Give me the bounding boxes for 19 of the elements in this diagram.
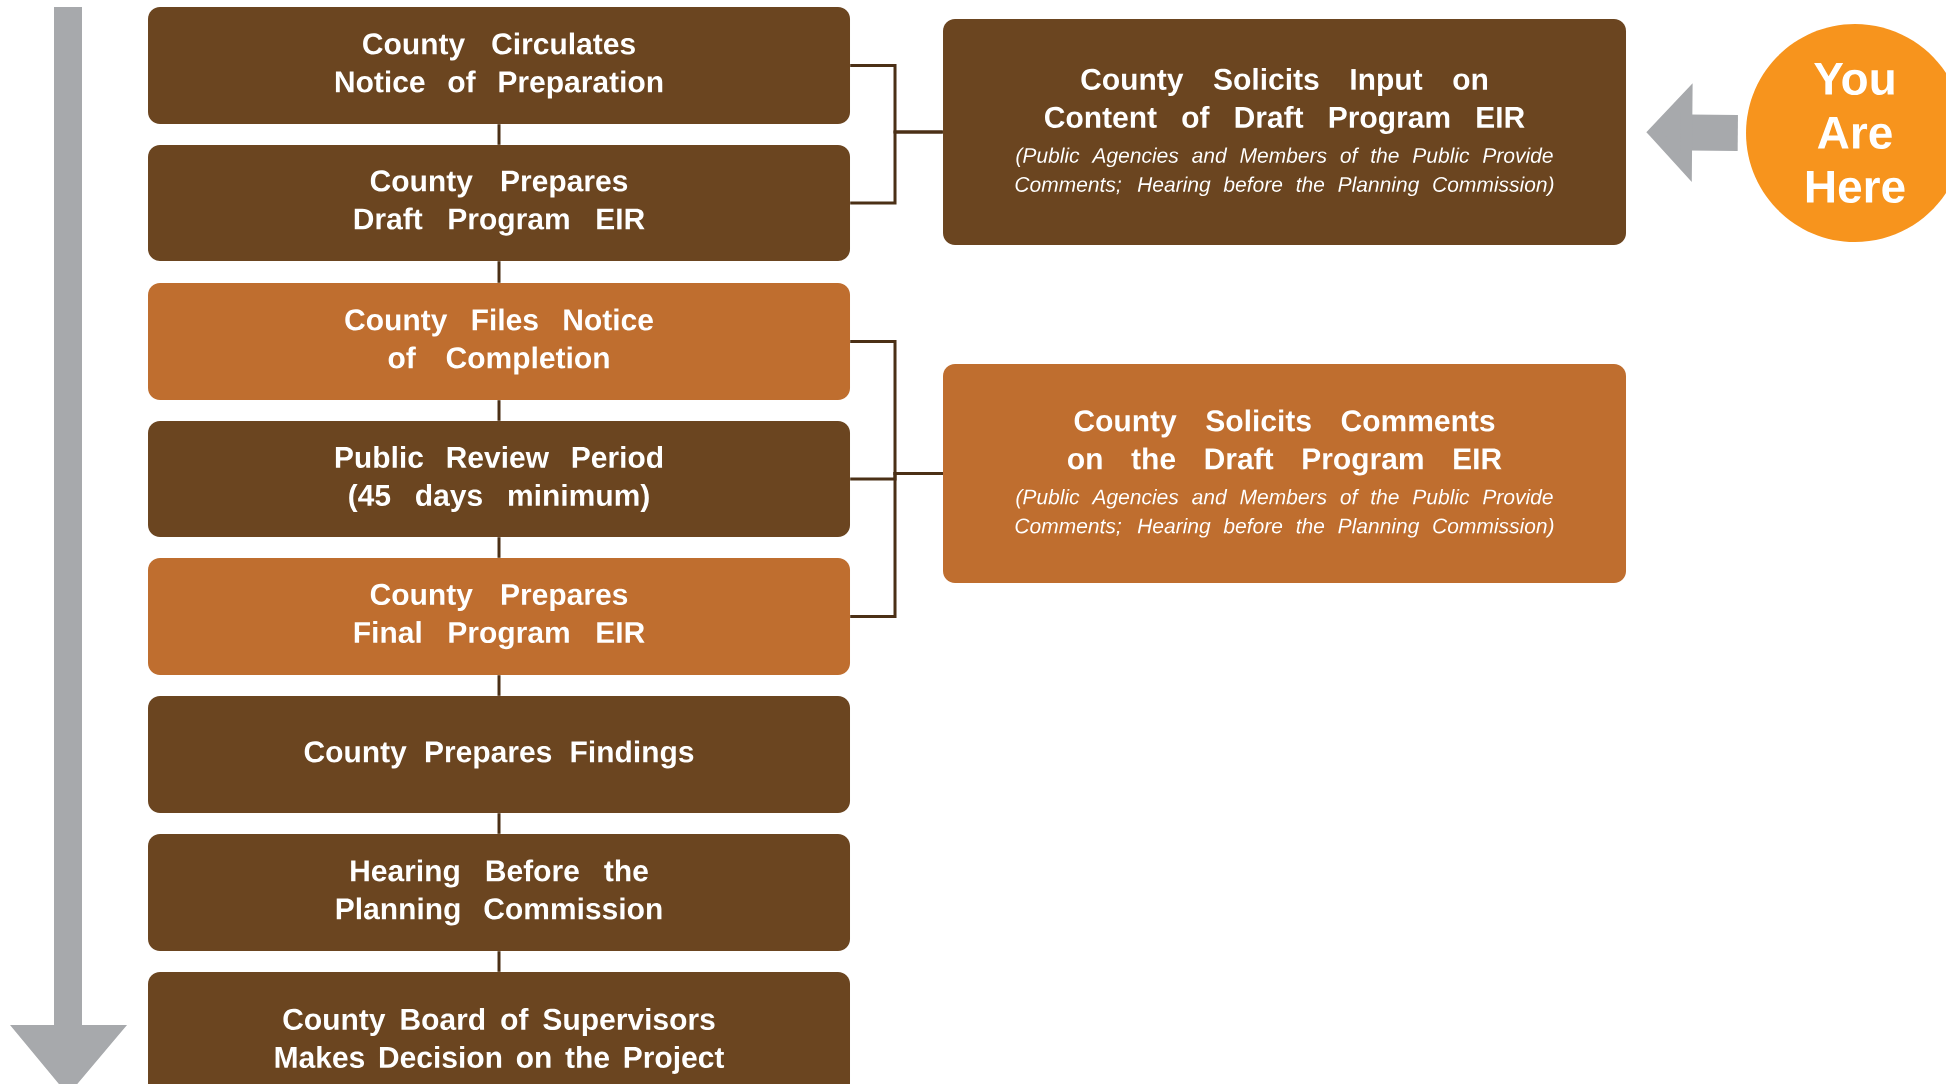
- connector-line: [497, 124, 501, 145]
- step-box: County Prepares Final Program EIR: [148, 558, 850, 675]
- step-box: County Board of Supervisors Makes Decision on the Project: [148, 972, 850, 1084]
- connector-line: [497, 813, 501, 834]
- connector-line: [497, 951, 501, 972]
- comment-box: County Solicits Comments on the Draft Program EIR (Public Agencies and Members of the Public Provide Comments; Hearing before the Planning Commission): [943, 364, 1626, 583]
- step-box: Hearing Before the Planning Commission: [148, 834, 850, 951]
- step-box: County Prepares Draft Program EIR: [148, 145, 850, 261]
- connector-line: [497, 675, 501, 696]
- connector-line: [497, 400, 501, 421]
- step-box: County Prepares Findings: [148, 696, 850, 813]
- bracket-line: [850, 130, 943, 205]
- connector-line: [497, 537, 501, 558]
- step-box: County Files Notice of Completion: [148, 283, 850, 400]
- step-box: County Circulates Notice of Preparation: [148, 7, 850, 124]
- step-box: Public Review Period (45 days minimum): [148, 421, 850, 537]
- connector-line: [497, 261, 501, 283]
- bracket-line: [850, 472, 943, 618]
- comment-box: County Solicits Input on Content of Draft Program EIR (Public Agencies and Members of the Public Provide Comments; Hearing before the Planning Commission): [943, 19, 1626, 245]
